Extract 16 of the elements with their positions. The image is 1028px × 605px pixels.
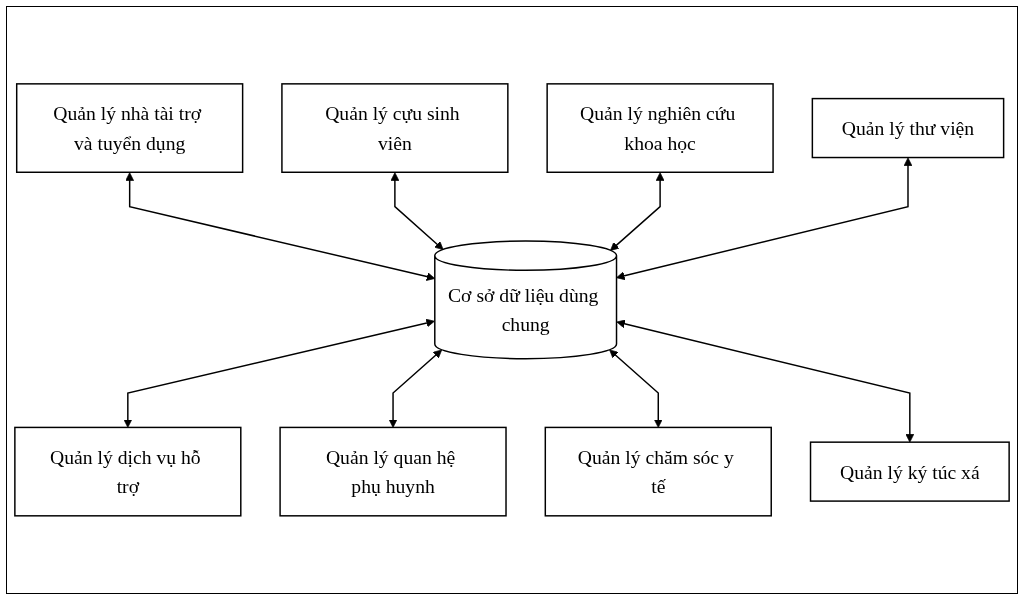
node-box: Quản lý dịch vụ hỗ trợ [14, 426, 242, 517]
node-box: Quản lý nghiên cứu khoa học [546, 83, 774, 174]
node-box: Quản lý thư viện [811, 98, 1005, 159]
arrow [610, 172, 665, 251]
node-box: Quản lý cựu sinh viên [281, 83, 509, 174]
node-box: Quản lý chăm sóc y tế [544, 426, 772, 517]
node-box: Quản lý nhà tài trợ và tuyển dụng [15, 83, 244, 174]
arrow [390, 172, 444, 251]
node-box: Quản lý quan hệ phụ huynh [279, 426, 507, 517]
arrow [616, 319, 915, 443]
arrow [123, 318, 435, 428]
arrow [125, 172, 436, 282]
arrow [616, 157, 913, 281]
node-box: Quản lý ký túc xá [809, 441, 1010, 502]
arrow [609, 349, 663, 428]
arrow [388, 349, 443, 428]
